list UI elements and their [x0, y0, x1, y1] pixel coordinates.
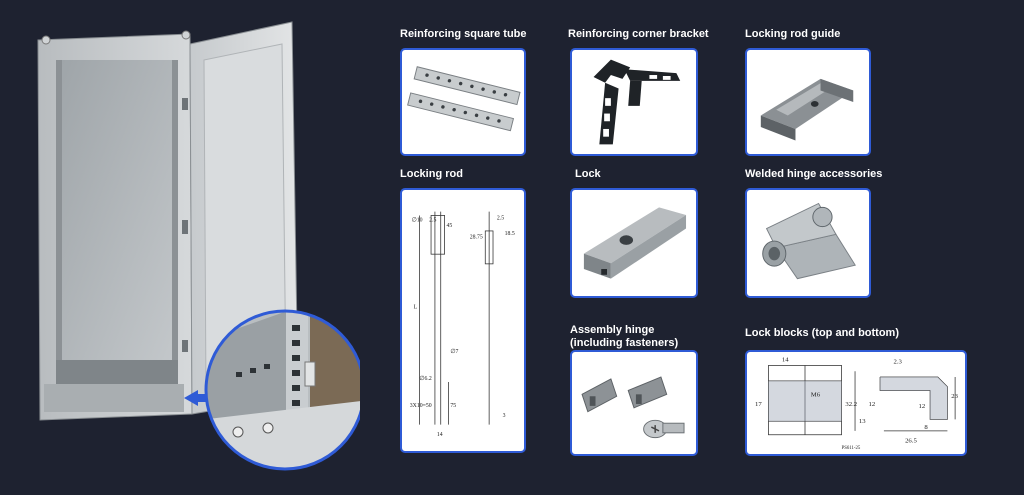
blocks-dim-h4: 12 [869, 401, 876, 408]
rod-dim-d5: ∅6.2 [419, 375, 431, 382]
cabinet-image [0, 0, 366, 490]
assembly-hinge-image [570, 350, 698, 456]
rod-dim-d8: 18.5 [505, 231, 515, 237]
rod-dim-d3: 45 [447, 223, 453, 229]
rod-dim-d1: ∅10 [412, 216, 423, 223]
rod-dim-d11: 14 [437, 432, 443, 438]
label-lock: Lock [575, 168, 601, 180]
blocks-dim-h6: 23 [951, 393, 958, 400]
blocks-dim-w3: 8 [924, 424, 928, 431]
label-reinforcing-corner-bracket: Reinforcing corner bracket [568, 28, 709, 40]
label-locking-rod: Locking rod [400, 168, 463, 180]
rod-dim-d10: 75 [450, 403, 456, 409]
rod-dim-d2: 2.5 [429, 217, 436, 223]
rod-dim-d12: 2.5 [497, 215, 504, 221]
rod-dim-d13: 3 [503, 413, 506, 419]
blocks-dim-w1: 14 [782, 357, 789, 364]
label-assembly-hinge-line1: Assembly hinge [570, 324, 655, 336]
blocks-dim-h1: 17 [755, 401, 762, 408]
blocks-dim-m: M6 [811, 391, 821, 398]
label-reinforcing-square-tube: Reinforcing square tube [400, 28, 527, 40]
blocks-dim-h2: 32.2 [845, 401, 857, 408]
label-assembly-hinge-line2: (including fasteners) [570, 337, 679, 349]
lock-image [570, 188, 698, 298]
rod-guide-image [745, 48, 871, 156]
rod-dim-d9: 3X10=50 [410, 403, 432, 409]
blocks-dim-h3: 13 [859, 418, 866, 425]
rod-dim-d6: L [414, 304, 418, 310]
label-lock-blocks: Lock blocks (top and bottom) [745, 327, 899, 339]
rod-dim-d4: ∅7 [450, 348, 458, 355]
corner-bracket-image [570, 48, 698, 156]
label-welded-hinge-accessories: Welded hinge accessories [745, 168, 883, 180]
lock-blocks-drawing: 14 17 M6 32.2 13 2.3 12 12 23 8 26.5 PS6… [745, 350, 967, 456]
locking-rod-drawing: ∅10 2.5 45 ∅7 ∅6.2 L 28.75 18.5 3X10=50 … [400, 188, 526, 453]
label-locking-rod-guide: Locking rod guide [745, 28, 841, 40]
welded-hinge-image [745, 188, 871, 298]
blocks-dim-h5: 12 [919, 403, 926, 410]
square-tube-image [400, 48, 526, 156]
rod-dim-d7: 28.75 [470, 235, 483, 241]
blocks-part-code: PS611-25 [842, 446, 861, 451]
blocks-dim-w4: 26.5 [905, 437, 917, 444]
blocks-dim-w2: 2.3 [894, 359, 903, 366]
